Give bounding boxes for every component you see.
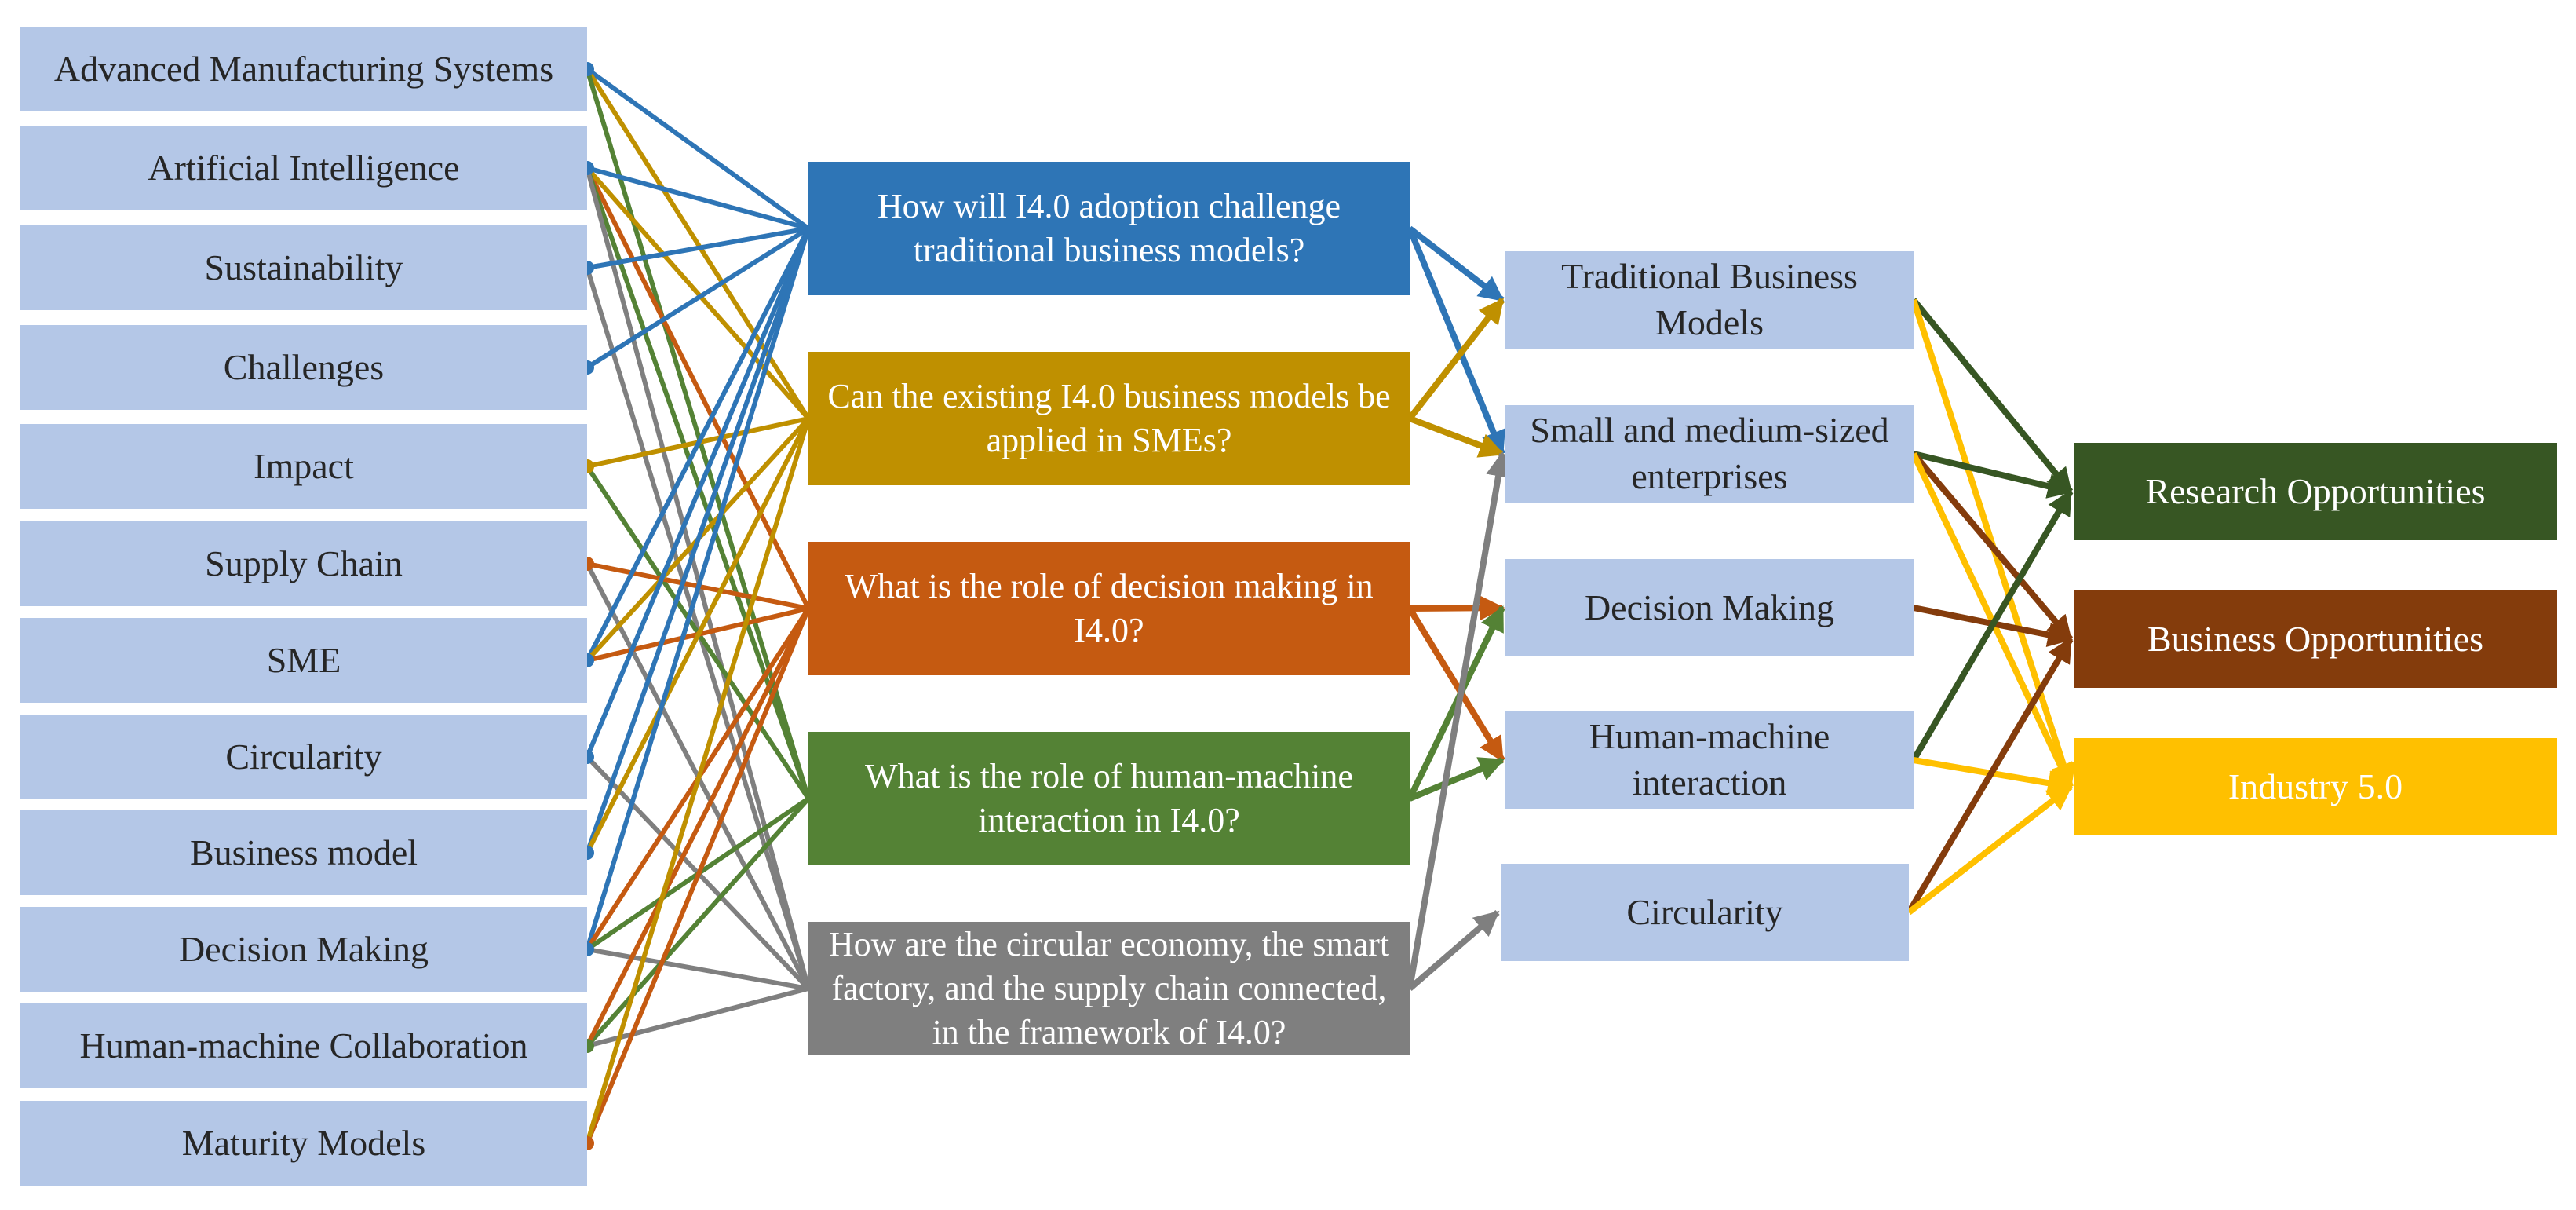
keyword-question-link (585, 607, 811, 1047)
question-theme-arrow (1408, 415, 1505, 458)
keyword-question-link (585, 418, 811, 1144)
question-box: How are the circular economy, the smart … (808, 922, 1410, 1055)
keyword-box: Supply Chain (20, 521, 587, 606)
keyword-box: Sustainability (20, 225, 587, 310)
keyword-question-link (586, 226, 810, 370)
keyword-box: Advanced Manufacturing Systems (20, 27, 587, 111)
theme-box: Traditional Business Models (1505, 251, 1914, 349)
theme-box: Small and medium-sized enterprises (1505, 405, 1914, 503)
keyword-question-link (585, 607, 811, 1145)
keyword-question-link (585, 267, 811, 989)
question-box: How will I4.0 adoption challenge traditi… (808, 162, 1410, 295)
keyword-question-link (585, 227, 811, 759)
theme-box: Circularity (1501, 864, 1909, 961)
keyword-question-link (585, 167, 811, 989)
keyword-box: Business model (20, 810, 587, 895)
question-theme-arrow (1407, 227, 1505, 456)
theme-box: Decision Making (1505, 559, 1914, 656)
keyword-box: Challenges (20, 325, 587, 410)
keyword-question-link (586, 226, 809, 270)
keyword-question-link (585, 417, 811, 854)
question-theme-arrow (1409, 595, 1505, 621)
keyword-box: Maturity Models (20, 1101, 587, 1186)
keyword-question-link (585, 166, 811, 420)
outcome-box: Business Opportunities (2074, 590, 2557, 688)
keyword-question-link (586, 986, 809, 1048)
question-theme-arrow (1407, 225, 1505, 303)
theme-outcome-arrow (1913, 451, 2074, 499)
question-theme-arrow (1407, 451, 1511, 989)
keyword-question-link (585, 68, 811, 420)
keyword-question-link (586, 947, 809, 991)
question-theme-arrow (1408, 757, 1505, 802)
theme-outcome-arrow (1906, 784, 2073, 916)
question-box: Can the existing I4.0 business models be… (808, 352, 1410, 485)
keyword-box: Human-machine Collaboration (20, 1003, 587, 1088)
keyword-box: SME (20, 618, 587, 703)
question-theme-arrow (1407, 606, 1505, 762)
question-theme-arrow (1407, 909, 1500, 992)
keyword-box: Artificial Intelligence (20, 126, 587, 210)
keyword-question-link (585, 227, 811, 854)
keyword-question-link (586, 67, 810, 231)
theme-outcome-arrow (1910, 451, 2074, 642)
keyword-question-link (585, 227, 811, 662)
keyword-question-link (585, 796, 811, 1048)
keyword-box: Decision Making (20, 907, 587, 992)
theme-box: Human-machine interaction (1505, 711, 1914, 809)
question-box: What is the role of decision making in I… (808, 542, 1410, 675)
theme-outcome-arrow (1910, 298, 2074, 494)
theme-outcome-arrow (1906, 637, 2074, 915)
keyword-question-link (585, 228, 811, 950)
question-theme-arrow (1407, 298, 1505, 421)
keyword-box: Circularity (20, 715, 587, 799)
question-box: What is the role of human-machine intera… (808, 732, 1410, 865)
keyword-box: Impact (20, 424, 587, 509)
outcome-box: Research Opportunities (2074, 443, 2557, 540)
outcome-box: Industry 5.0 (2074, 738, 2557, 835)
keyword-question-link (586, 166, 809, 231)
theme-outcome-arrow (1910, 489, 2074, 762)
